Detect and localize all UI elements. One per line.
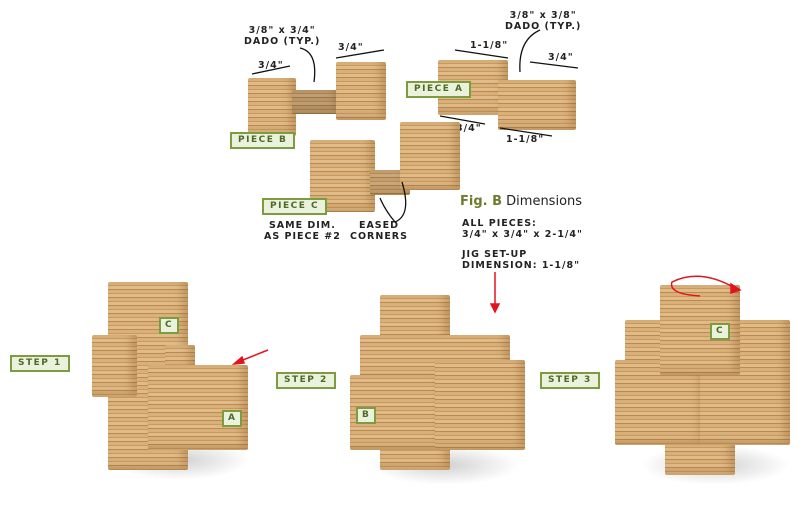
step-1-label: STEP 1 — [10, 355, 70, 372]
piece-c-note: SAME DIM.AS PIECE #2 — [264, 220, 341, 242]
piece-a-dado-note: 3/8" x 3/8"DADO (TYP.) — [505, 10, 582, 32]
figure-title: Fig. B Dimensions — [460, 194, 583, 209]
step-1-tag-a: A — [222, 410, 243, 427]
piece-a-label: PIECE A — [406, 81, 472, 98]
step-2-label: STEP 2 — [276, 372, 336, 389]
red-motion-arrows — [231, 272, 742, 365]
piece-b-dim-right: 3/4" — [338, 42, 364, 53]
piece-a-dim-top-left: 1-1/8" — [470, 40, 509, 51]
piece-a-dim-top-right: 3/4" — [548, 52, 574, 63]
piece-a-dim-bottom-left: 3/4" — [456, 123, 482, 134]
piece-b-dim-left: 3/4" — [258, 60, 284, 71]
step-1-tag-c: C — [159, 317, 180, 334]
step-3-label: STEP 3 — [540, 372, 600, 389]
piece-a-dim-bottom-right: 1-1/8" — [506, 134, 545, 145]
dimension-arrows — [251, 29, 579, 223]
step-3-tag-c: C — [710, 323, 731, 340]
piece-b-label: PIECE B — [230, 132, 296, 149]
step-2-tag-b: B — [356, 407, 377, 424]
piece-b-dado-note: 3/8" x 3/4"DADO (TYP.) — [244, 25, 321, 47]
all-pieces-spec: ALL PIECES:3/4" x 3/4" x 2-1/4" — [462, 218, 583, 240]
piece-c-label: PIECE C — [262, 198, 328, 215]
